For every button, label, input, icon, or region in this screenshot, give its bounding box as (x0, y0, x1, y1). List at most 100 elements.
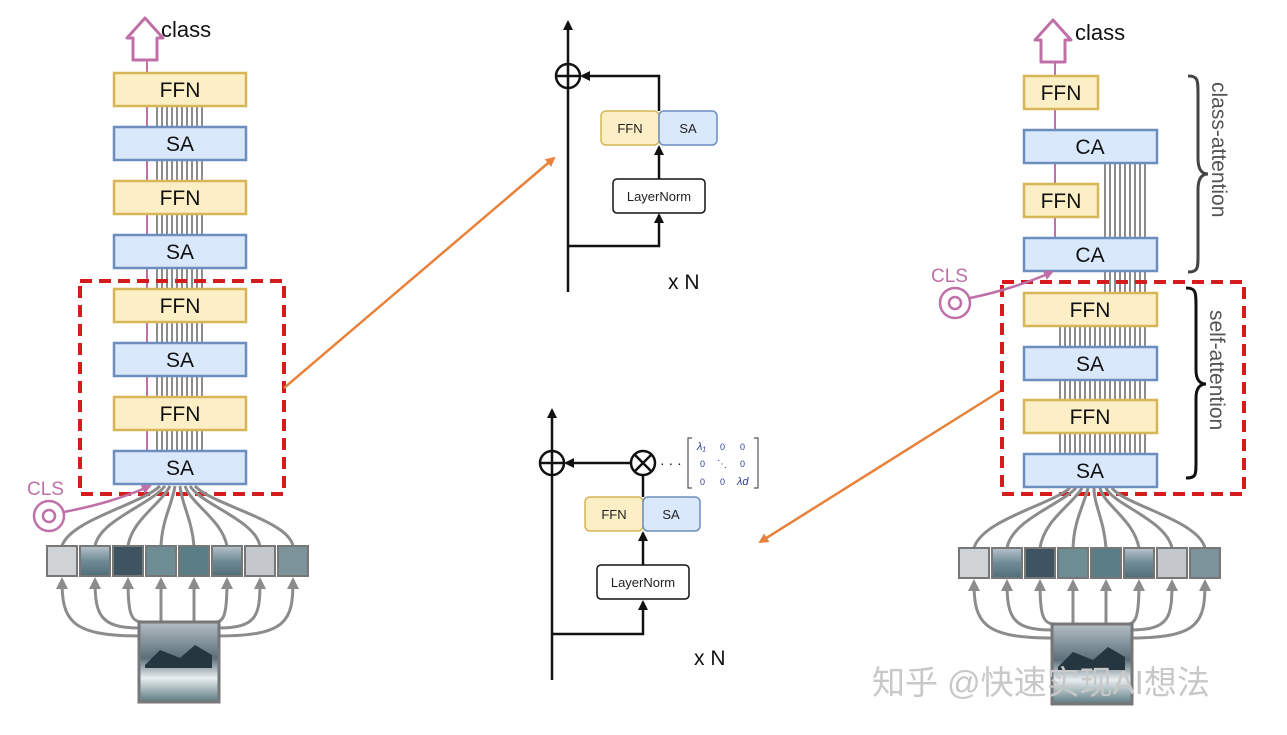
svg-text:SA: SA (166, 349, 194, 372)
right-patch-fan (972, 486, 1207, 549)
svg-text:⋱: ⋱ (717, 459, 727, 470)
right-block-ffn-3: FFN (1022, 291, 1159, 328)
watermark: 知乎 @快速实现AI想法 (872, 664, 1210, 701)
bottom-sa-box: SA (642, 496, 701, 532)
right-class-output-icon (1033, 18, 1073, 64)
svg-text:SA: SA (166, 241, 194, 264)
right-image-arrows (968, 579, 1211, 640)
right-patch-row (958, 547, 1221, 579)
svg-text:0: 0 (740, 442, 745, 452)
left-patch (46, 545, 78, 577)
zoom-connector-top (283, 156, 556, 389)
svg-text:0: 0 (740, 459, 745, 469)
svg-text:FFN: FFN (160, 295, 201, 318)
svg-text:LayerNorm: LayerNorm (611, 575, 675, 590)
class-attention-label: class-attention (1207, 82, 1230, 217)
svg-text:FFN: FFN (1041, 190, 1082, 213)
svg-text:FFN: FFN (160, 403, 201, 426)
svg-text:0: 0 (700, 459, 705, 469)
top-return-line (580, 71, 661, 111)
top-detail-block: LayerNorm FFN SA x N (554, 20, 718, 294)
left-cls-arrow (63, 484, 152, 514)
layerscale-matrix: λ₁ 0 0 0 ⋱ 0 0 0 λd (687, 437, 759, 489)
top-branch-line (568, 213, 664, 248)
svg-text:FFN: FFN (160, 79, 201, 102)
right-block-sa-1: SA (1022, 345, 1159, 382)
left-block-sa-3: SA (112, 341, 248, 378)
right-patch (1024, 547, 1056, 579)
left-block-ffn-2: FFN (112, 179, 248, 216)
right-block-ca-1: CA (1022, 128, 1159, 165)
svg-text:0: 0 (720, 442, 725, 452)
left-patch (244, 545, 276, 577)
svg-text:SA: SA (1076, 353, 1104, 376)
bottom-multiply-icon (629, 449, 657, 477)
svg-text:CA: CA (1075, 244, 1104, 267)
svg-text:SA: SA (166, 457, 194, 480)
right-cls-label: CLS (931, 266, 968, 287)
svg-text:LayerNorm: LayerNorm (627, 189, 691, 204)
left-block-ffn-1: FFN (112, 71, 248, 108)
left-input-image (137, 620, 221, 704)
left-patch (145, 545, 177, 577)
svg-text:FFN: FFN (601, 507, 626, 522)
right-patch (1123, 547, 1155, 579)
left-class-output-icon (125, 16, 165, 62)
svg-text:FFN: FFN (617, 121, 642, 136)
svg-text:FFN: FFN (1070, 406, 1111, 429)
left-panel: class FFN SA FFN SA FFN SA FFN (27, 16, 309, 704)
left-patch (79, 545, 111, 577)
bottom-layernorm-box: LayerNorm (596, 564, 690, 600)
svg-text:0: 0 (720, 477, 725, 487)
bottom-add-icon (538, 449, 566, 477)
right-block-ffn-1: FFN (1022, 74, 1100, 111)
right-patch (1189, 547, 1221, 579)
right-input-image (1050, 622, 1134, 706)
bottom-ffn-box: FFN (584, 496, 644, 532)
right-cls-token-icon (938, 286, 972, 320)
left-block-sa-4: SA (112, 449, 248, 486)
svg-text:λd: λd (736, 476, 749, 488)
top-repeat-label: x N (668, 271, 700, 294)
bottom-dots: · · · (660, 455, 682, 471)
right-block-ffn-2: FFN (1022, 182, 1100, 219)
left-block-ffn-3: FFN (112, 287, 248, 324)
right-block-ca-2: CA (1022, 236, 1159, 273)
svg-text:λ₁: λ₁ (696, 441, 706, 453)
right-block-ffn-4: FFN (1022, 398, 1159, 435)
svg-text:SA: SA (1076, 460, 1104, 483)
right-highlight-box (1000, 280, 1246, 496)
svg-text:FFN: FFN (1070, 299, 1111, 322)
top-add-icon (554, 62, 582, 90)
left-cls-label: CLS (27, 479, 64, 500)
right-class-label: class (1075, 20, 1125, 45)
left-patch-row (46, 545, 309, 577)
bottom-branch-line (552, 600, 648, 636)
zoom-connector-bottom (758, 388, 1003, 544)
right-patch (1156, 547, 1188, 579)
right-patch (991, 547, 1023, 579)
left-patch (112, 545, 144, 577)
left-block-ffn-4: FFN (112, 395, 248, 432)
top-sa-box: SA (658, 110, 718, 146)
left-class-label: class (161, 17, 211, 42)
right-patch (958, 547, 990, 579)
left-patch (211, 545, 243, 577)
right-patch (1057, 547, 1089, 579)
svg-text:SA: SA (679, 121, 697, 136)
bottom-detail-block: LayerNorm FFN SA · · · λ₁ 0 0 0 ⋱ 0 0 (538, 408, 759, 680)
left-patch-fan (60, 484, 295, 547)
svg-text:SA: SA (166, 133, 194, 156)
self-attention-brace (1185, 286, 1207, 480)
left-cls-token-icon (32, 499, 66, 533)
left-block-sa-1: SA (112, 125, 248, 162)
self-attention-label: self-attention (1205, 310, 1228, 430)
right-patch (1090, 547, 1122, 579)
left-patch (178, 545, 210, 577)
right-panel: class FFN CA FFN CA FFN SA FFN (931, 18, 1246, 706)
svg-text:FFN: FFN (1041, 82, 1082, 105)
left-token-lines (156, 105, 203, 452)
top-layernorm-box: LayerNorm (612, 178, 706, 214)
top-ffn-box: FFN (600, 110, 660, 146)
